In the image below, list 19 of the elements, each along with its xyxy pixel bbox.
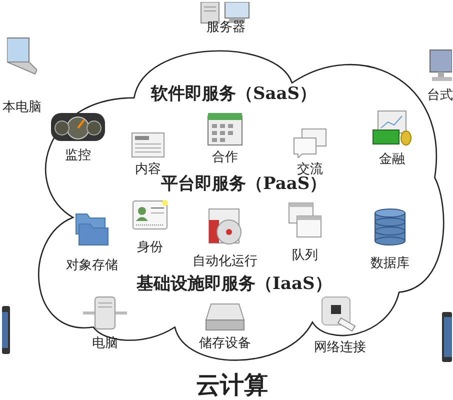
section-heading: 基础设施即服务（IaaS） [136, 274, 332, 294]
icon-caption: 合作 [212, 150, 238, 165]
icon-caption: 对象存储 [66, 258, 118, 273]
icon-caption: 服务器 [206, 20, 246, 35]
icon-caption: 数据库 [370, 256, 410, 271]
section-heading: 软件即服务（SaaS） [151, 84, 317, 104]
icon-caption: 监控 [65, 148, 91, 163]
icon-caption: 本电脑 [2, 100, 42, 115]
icon-caption: 身份 [137, 240, 163, 255]
icon-caption: 台式 [427, 88, 453, 103]
icon-caption: 网络连接 [314, 340, 366, 355]
diagram-title: 云计算 [196, 371, 268, 399]
icon-caption: 金融 [379, 152, 405, 167]
icon-caption: 交流 [297, 162, 323, 177]
icon-caption: 内容 [135, 162, 161, 177]
icon-caption: 储存设备 [199, 336, 251, 351]
section-heading: 平台即服务（PaaS） [161, 174, 327, 194]
icon-caption: 自动化运行 [192, 254, 258, 269]
icon-caption: 队列 [292, 248, 318, 263]
